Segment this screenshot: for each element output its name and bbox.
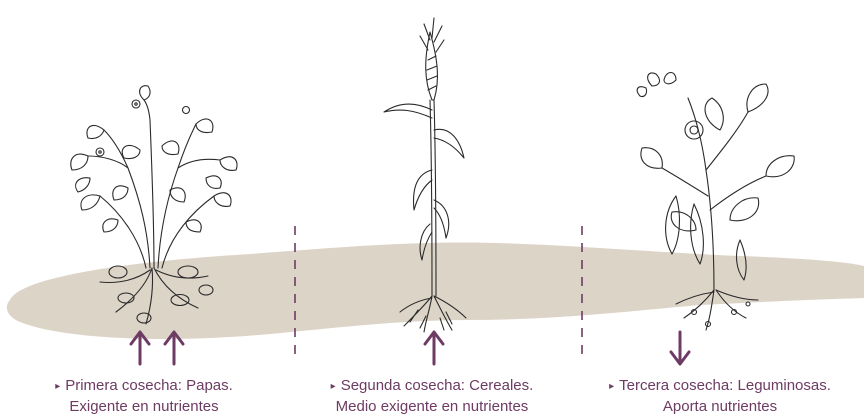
nutrient-up-arrow-3 xyxy=(425,332,443,364)
stage-2-subtitle: Medio exigente en nutrientes xyxy=(288,397,576,416)
caption-stage-1-title: ▸ Primera cosecha: Papas. xyxy=(0,376,288,397)
bullet-icon: ▸ xyxy=(609,377,614,396)
caption-stage-3: ▸ Tercera cosecha: Leguminosas. Aporta nu… xyxy=(576,376,864,416)
stage-3-title: Tercera cosecha: Leguminosas. xyxy=(619,377,831,394)
caption-stage-2-title: ▸ Segunda cosecha: Cereales. xyxy=(288,376,576,397)
stage-1-title: Primera cosecha: Papas. xyxy=(65,377,233,394)
stage-2-title: Segunda cosecha: Cereales. xyxy=(341,377,534,394)
bullet-icon: ▸ xyxy=(331,377,336,396)
stage-1-subtitle: Exigente en nutrientes xyxy=(0,397,288,416)
nutrient-down-arrow xyxy=(671,332,689,364)
caption-stage-3-title: ▸ Tercera cosecha: Leguminosas. xyxy=(576,376,864,397)
caption-stage-1: ▸ Primera cosecha: Papas. Exigente en nut… xyxy=(0,376,288,416)
caption-stage-2: ▸ Segunda cosecha: Cereales. Medio exigen… xyxy=(288,376,576,416)
stage-3-subtitle: Aporta nutrientes xyxy=(576,397,864,416)
bullet-icon: ▸ xyxy=(55,377,60,396)
